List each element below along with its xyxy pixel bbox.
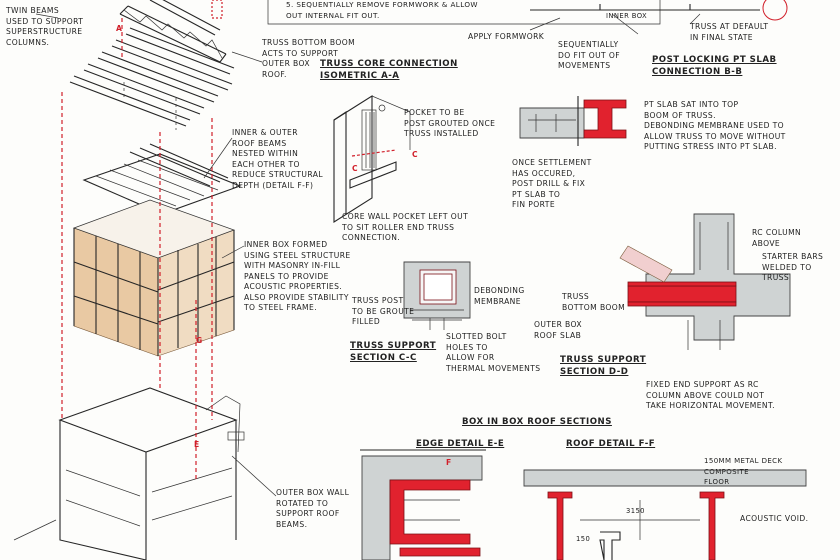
- note-core-wall-pocket: CORE WALL POCKET LEFT OUT TO SIT ROLLER …: [342, 212, 469, 242]
- section-d-d: [619, 213, 791, 350]
- note-slotted-bolt: SLOTTED BOLT HOLES TO ALLOW FOR THERMAL …: [446, 332, 541, 373]
- dim-150: 150: [576, 535, 591, 543]
- note-starter-bars: STARTER BARS WELDED TO TRUSS: [762, 252, 824, 282]
- note-truss-bottom-boom: TRUSS BOTTOM BOOM ACTS TO SUPPORT OUTER …: [262, 38, 356, 79]
- inner-box: [72, 199, 236, 357]
- note-truss-bottom-boom-2: TRUSS BOTTOM BOOM: [562, 292, 626, 312]
- note-step5: 5. SEQUENTIALLY REMOVE FORMWORK & ALLOW …: [286, 0, 478, 20]
- note-rc-column: RC COLUMN ABOVE: [752, 228, 802, 248]
- tag-g-inner: G: [196, 336, 203, 345]
- top-partial-box: [211, 0, 788, 25]
- outer-box: [13, 387, 245, 560]
- section-c-c: [403, 261, 471, 330]
- title-roof-sections: BOX IN BOX ROOF SECTIONS: [462, 417, 612, 427]
- roof-detail-f-f: [523, 469, 807, 560]
- note-once-settlement: ONCE SETTLEMENT HAS OCCURED, POST DRILL …: [512, 158, 592, 209]
- title-roof-detail: ROOF DETAIL F-F: [566, 439, 656, 449]
- edge-detail-e-e: [360, 449, 486, 560]
- note-acoustic-void: ACOUSTIC VOID.: [740, 514, 809, 523]
- note-outer-box-wall: OUTER BOX WALL ROTATED TO SUPPORT ROOF B…: [276, 488, 350, 529]
- note-apply-formwork: APPLY FORMWORK: [468, 32, 545, 41]
- note-debonding: DEBONDING MEMBRANE: [474, 286, 525, 306]
- tag-f-edge: F: [446, 458, 452, 467]
- title-post-locking: POST LOCKING PT SLAB CONNECTION B-B: [652, 55, 777, 77]
- roof-beams: [69, 27, 235, 127]
- top-truss: [119, 0, 227, 63]
- note-inner-box: INNER BOX: [606, 12, 648, 20]
- tag-d-left: A: [116, 24, 123, 33]
- nested-roof-frame: [82, 143, 242, 215]
- title-support-dd: TRUSS SUPPORT SECTION D-D: [560, 355, 647, 377]
- note-sequentially: SEQUENTIALLY DO FIT OUT OF MOVEMENTS: [558, 40, 621, 70]
- title-support-cc: TRUSS SUPPORT SECTION C-C: [350, 341, 437, 363]
- dim-3150: 3150: [626, 507, 645, 515]
- note-twin-beams: TWIN BEAMS USED TO SUPPORT SUPERSTRUCTUR…: [6, 6, 84, 47]
- note-outer-box-roof-slab: OUTER BOX ROOF SLAB: [534, 320, 583, 340]
- note-pocket: POCKET TO BE POST GROUTED ONCE TRUSS INS…: [404, 108, 496, 138]
- note-truss-post: TRUSS POST TO BE GROUTE FILLED: [352, 296, 415, 326]
- leader-lines: [35, 13, 701, 497]
- note-inner-outer-roof: INNER & OUTER ROOF BEAMS NESTED WITHIN E…: [232, 128, 323, 190]
- note-metal-deck: 150MM METAL DECK COMPOSITE FLOOR: [704, 457, 783, 486]
- note-fixed-end: FIXED END SUPPORT AS RC COLUMN ABOVE COU…: [646, 380, 775, 410]
- tag-e-outer: E: [194, 440, 200, 449]
- post-locking-b-b: [519, 96, 627, 146]
- note-pt-slab: PT SLAB SAT INTO TOP BOOM OF TRUSS. DEBO…: [644, 100, 786, 151]
- title-truss-core: TRUSS CORE CONNECTION ISOMETRIC A-A: [320, 59, 458, 81]
- note-inner-box-formed: INNER BOX FORMED USING STEEL STRUCTURE W…: [244, 240, 351, 312]
- tag-c-iso-right: C: [412, 150, 418, 159]
- isometric-a-a: [333, 95, 411, 223]
- tag-c-iso-left: C: [352, 164, 358, 173]
- alignment-lines: [61, 18, 213, 480]
- title-edge-detail: EDGE DETAIL E-E: [416, 439, 505, 449]
- note-truss-default: TRUSS AT DEFAULT IN FINAL STATE: [690, 22, 769, 42]
